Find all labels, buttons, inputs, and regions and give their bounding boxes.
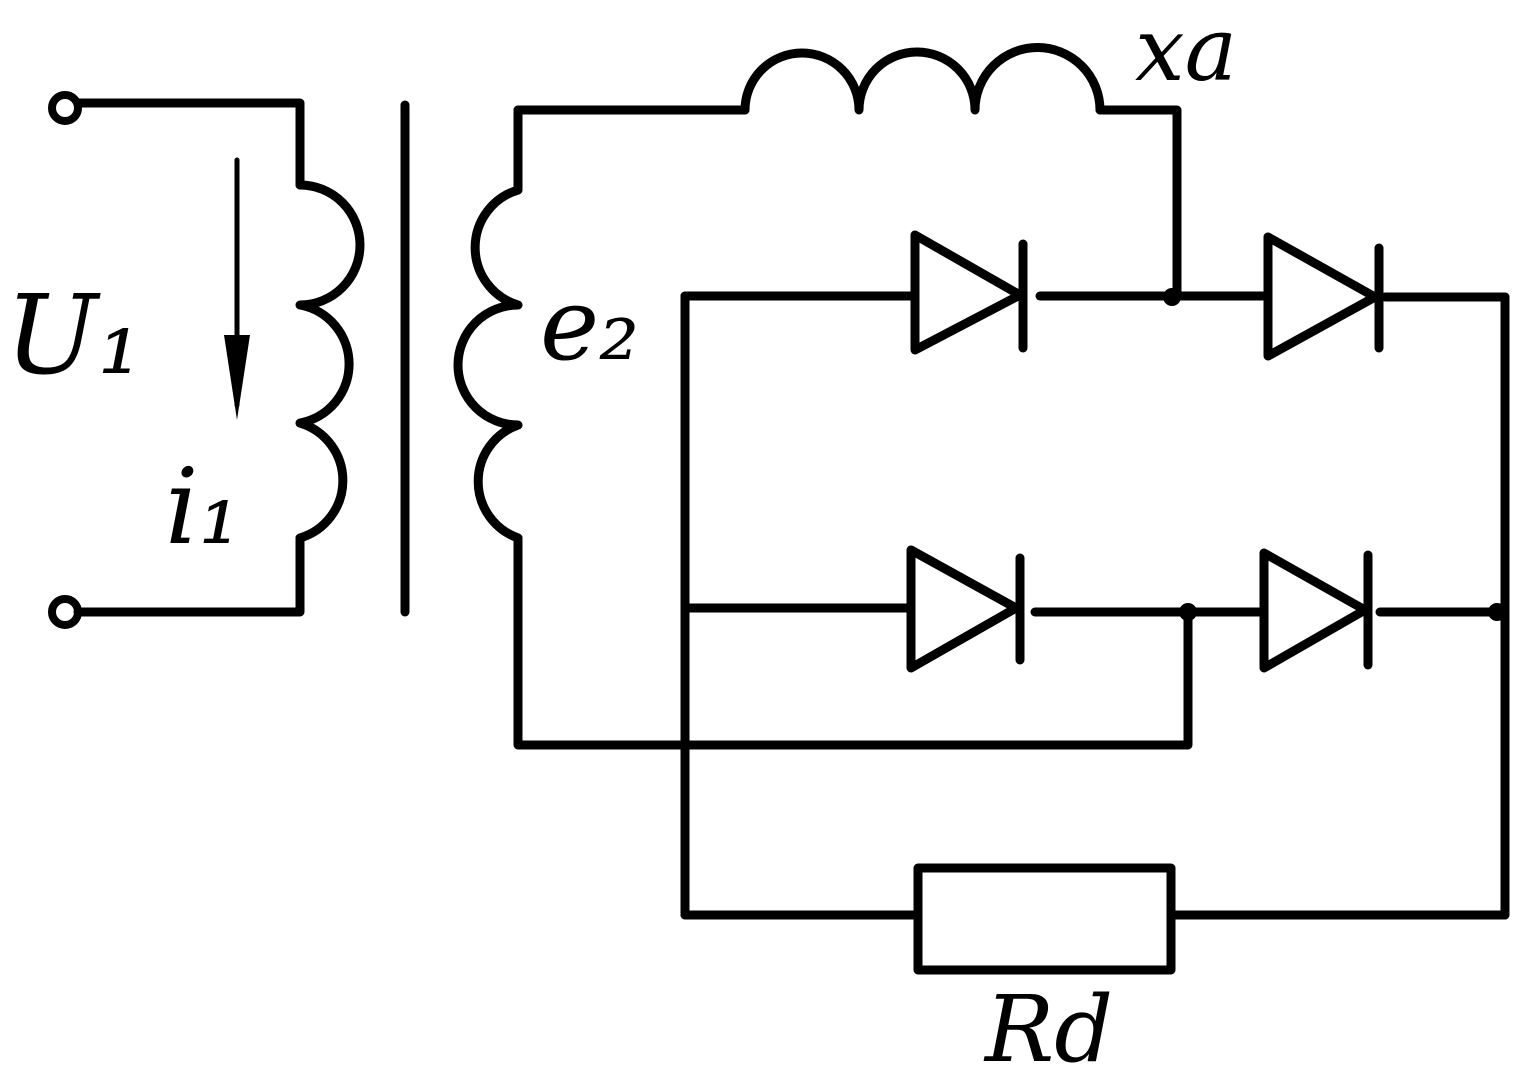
diode-icon [906, 545, 1025, 673]
reactance-label: xa [1135, 0, 1238, 101]
primary-winding [73, 98, 365, 617]
diode-icon [910, 230, 1028, 355]
secondary-winding [453, 105, 1193, 750]
primary-current-label: i₁ [165, 446, 241, 568]
diode-icon [1263, 232, 1384, 361]
lower-diode-row [680, 545, 1510, 673]
current-arrow-icon [224, 157, 250, 420]
secondary-emf-label: e₂ [540, 266, 640, 383]
load-resistance-label: Rd [985, 976, 1114, 1083]
junction-dot [1179, 603, 1197, 621]
inductor-icon [513, 43, 1182, 301]
resistor-icon [680, 863, 1510, 975]
diode-icon [1259, 548, 1373, 673]
junction-dot [1163, 288, 1181, 306]
upper-diode-row [680, 230, 1510, 361]
primary-terminal-top [48, 91, 82, 125]
primary-voltage-label: U₁ [5, 271, 142, 399]
